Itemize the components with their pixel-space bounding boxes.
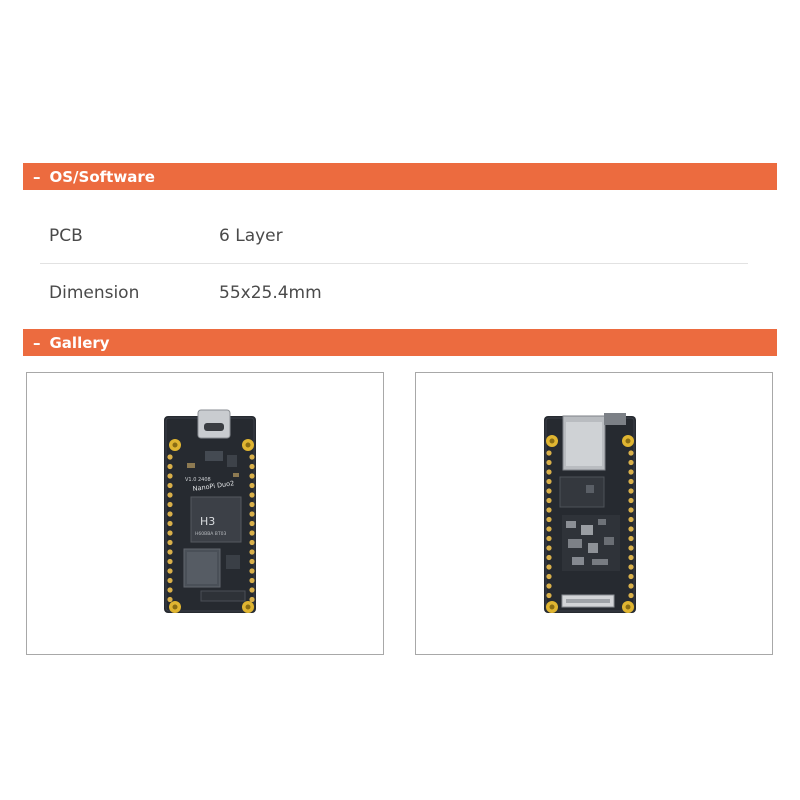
header-pin: [628, 554, 634, 561]
header-pin: [628, 545, 634, 551]
board-front-image: V1.0 2408 NanoPi Duo2 H3 H60BBA BT03: [164, 409, 256, 613]
section-title: OS/Software: [49, 167, 155, 186]
chip-code: H60BBA BT03: [195, 531, 226, 537]
header-pin: [546, 478, 552, 485]
header-pin: [249, 587, 255, 593]
section-header-os-software[interactable]: – OS/Software: [23, 163, 777, 190]
section-header-gallery[interactable]: – Gallery: [23, 329, 777, 356]
header-pin: [167, 568, 173, 574]
header-pin: [167, 463, 173, 470]
header-pin: [249, 520, 255, 527]
header-pin: [167, 511, 173, 517]
spec-label: Dimension: [49, 283, 140, 303]
gallery-image-front[interactable]: V1.0 2408 NanoPi Duo2 H3 H60BBA BT03: [26, 372, 384, 655]
header-pin: [628, 526, 634, 532]
header-pin: [249, 473, 255, 479]
spec-value: 55x25.4mm: [219, 283, 322, 303]
header-pin: [546, 573, 552, 580]
header-pin: [249, 549, 255, 555]
header-pin: [167, 454, 173, 460]
header-pin: [546, 488, 552, 494]
header-pin: [167, 587, 173, 593]
header-pin: [249, 501, 255, 508]
header-pin: [628, 450, 634, 456]
header-pin: [546, 497, 552, 504]
spec-row-dimension: Dimension 55x25.4mm: [40, 265, 748, 321]
header-pin: [167, 473, 173, 479]
header-pin: [167, 520, 173, 527]
header-pin: [628, 583, 634, 589]
section-title: Gallery: [49, 333, 110, 352]
header-pin: [546, 459, 552, 466]
header-pin: [249, 454, 255, 460]
header-pin: [167, 482, 173, 489]
collapse-icon: –: [33, 167, 41, 186]
version-silkscreen: V1.0 2408: [185, 477, 211, 483]
header-pin: [167, 539, 173, 546]
header-pin: [546, 545, 552, 551]
header-pin: [167, 577, 173, 584]
header-pin: [249, 492, 255, 498]
header-pin: [249, 539, 255, 546]
spec-label: PCB: [49, 225, 83, 246]
header-pin: [546, 554, 552, 561]
header-pin: [628, 478, 634, 485]
header-pin: [546, 583, 552, 589]
header-pin: [546, 564, 552, 570]
header-pin: [628, 507, 634, 513]
header-pin: [628, 488, 634, 494]
header-pin: [249, 568, 255, 574]
header-pin: [628, 459, 634, 466]
header-pin: [249, 596, 255, 603]
header-pin: [628, 564, 634, 570]
header-pin: [249, 482, 255, 489]
header-pin: [546, 469, 552, 475]
header-pin: [628, 516, 634, 523]
header-pin: [167, 558, 173, 565]
header-pin: [546, 535, 552, 542]
header-pin: [628, 469, 634, 475]
collapse-icon: –: [33, 333, 41, 352]
header-pin: [628, 497, 634, 504]
header-pin: [546, 450, 552, 456]
gallery-image-back[interactable]: [415, 372, 773, 655]
spec-row-pcb: PCB 6 Layer: [40, 208, 748, 264]
header-pin: [628, 535, 634, 542]
header-pin: [249, 577, 255, 584]
board-back-image: [544, 413, 636, 613]
header-pin: [167, 530, 173, 536]
header-pin: [546, 516, 552, 523]
header-pin: [167, 549, 173, 555]
header-pin: [249, 558, 255, 565]
header-pin: [249, 530, 255, 536]
header-pin: [628, 573, 634, 580]
spec-value: 6 Layer: [219, 225, 283, 246]
header-pin: [249, 511, 255, 517]
header-pin: [167, 501, 173, 508]
chip-label: H3: [200, 515, 215, 528]
header-pin: [167, 596, 173, 603]
header-pin: [546, 592, 552, 599]
header-pin: [628, 592, 634, 599]
header-pin: [167, 492, 173, 498]
header-pin: [546, 526, 552, 532]
header-pin: [546, 507, 552, 513]
header-pin: [249, 463, 255, 470]
